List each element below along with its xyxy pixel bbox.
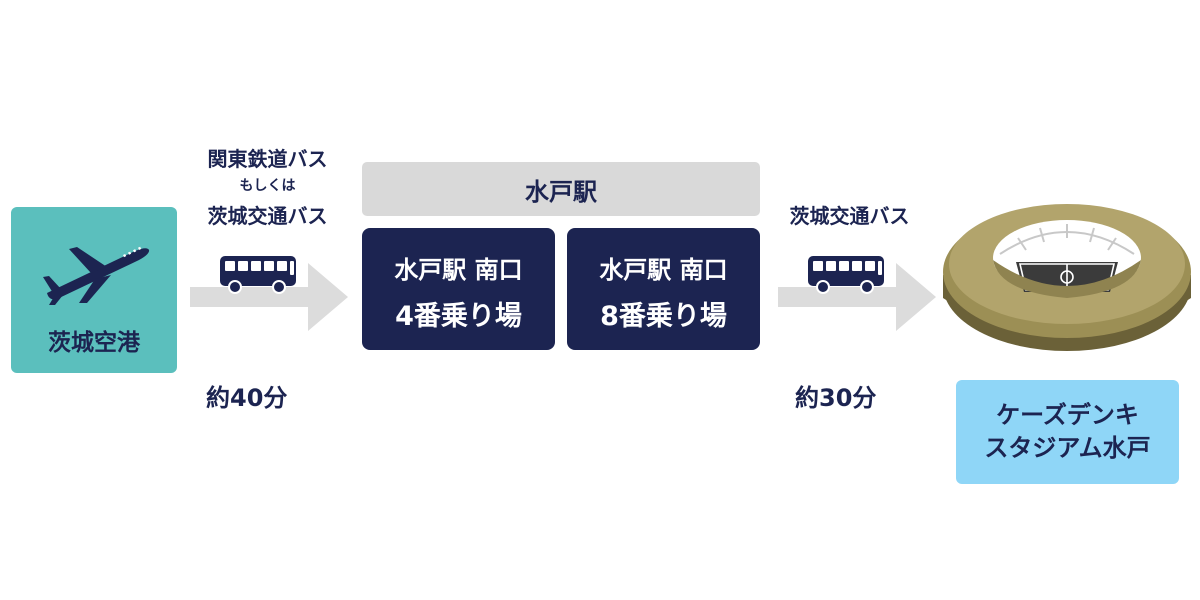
bus-icon bbox=[808, 256, 884, 294]
leg1-bus-line-1: 関東鉄道バス bbox=[207, 147, 328, 171]
platform-number: 4番乗り場 bbox=[395, 301, 522, 332]
platform-card: 水戸駅 南口 4番乗り場 bbox=[362, 228, 555, 350]
airport-box: 茨城空港 bbox=[11, 207, 177, 373]
leg1-bus-line-2: 茨城交通バス bbox=[207, 204, 328, 228]
stadium-name-line-2: スタジアム水戸 bbox=[984, 434, 1151, 462]
airplane-icon bbox=[43, 246, 150, 305]
station-header: 水戸駅 bbox=[362, 162, 760, 216]
leg2-bus-line: 茨城交通バス bbox=[789, 204, 910, 228]
platform-name: 水戸駅 南口 bbox=[394, 256, 523, 284]
leg1-or-label: もしくは bbox=[239, 178, 296, 194]
stadium-icon bbox=[943, 204, 1191, 351]
stadium-label-box: ケーズデンキ スタジアム水戸 bbox=[956, 380, 1179, 484]
airport-label: 茨城空港 bbox=[48, 330, 140, 356]
leg1-duration: 約40分 bbox=[206, 384, 288, 412]
leg2-arrow bbox=[778, 263, 936, 331]
platform-card: 水戸駅 南口 8番乗り場 bbox=[567, 228, 760, 350]
stadium-name-line-1: ケーズデンキ bbox=[996, 401, 1139, 429]
platform-number: 8番乗り場 bbox=[600, 301, 727, 332]
leg2-duration: 約30分 bbox=[795, 384, 877, 412]
platform-name: 水戸駅 南口 bbox=[599, 256, 728, 284]
leg1-arrow bbox=[190, 263, 348, 331]
bus-icon bbox=[220, 256, 296, 294]
